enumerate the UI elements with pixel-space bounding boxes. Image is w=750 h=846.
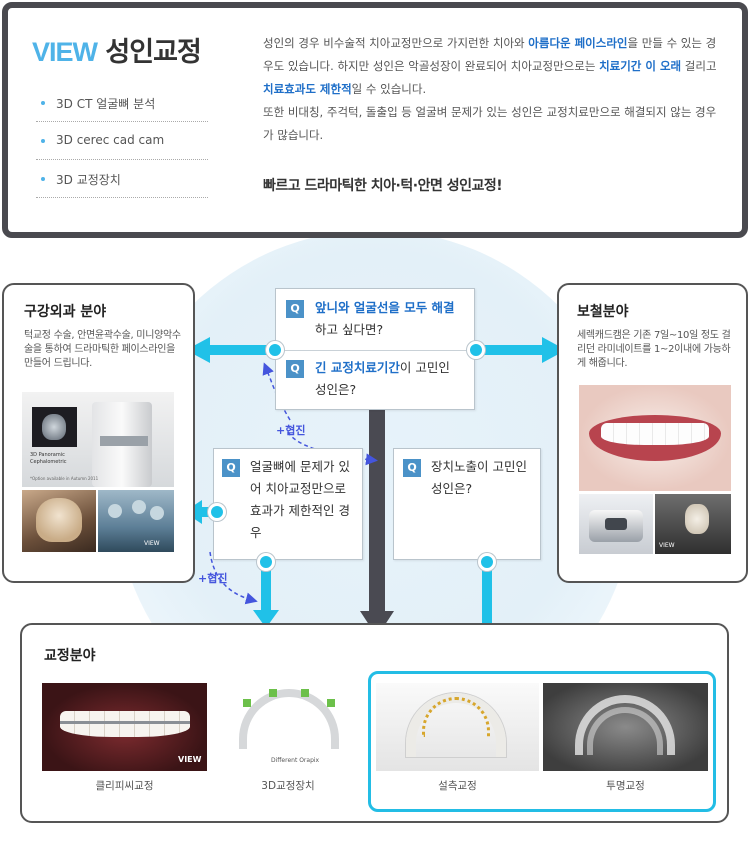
intro-text-part: 걸리고	[681, 59, 717, 73]
feature-item: 3D CT 얼굴뼈 분석	[36, 84, 208, 122]
intro-text: 성인의 경우 비수술적 치아교정만으로 가지런한 치아와 아름다운 페이스라인을…	[263, 32, 723, 147]
surgeon-head	[132, 500, 146, 514]
milled-tooth	[685, 504, 709, 534]
surgeon-head	[108, 504, 122, 518]
3d-appliance-image: Different Orapix	[209, 683, 367, 771]
title-main: 성인교정	[105, 37, 201, 68]
appliance-bracket	[301, 689, 309, 697]
ct-scanner-image: 3D Panoramic Cephalometric *Option avail…	[22, 392, 174, 487]
intro-text-part: 또한 비대칭, 주걱턱, 돌출입 등 얼굴벼 문제가 있는 성인은 교정치료만으…	[263, 105, 717, 142]
oral-surgery-panel: 구강외과 분야 턱교정 수술, 안면윤곽수술, 미니양악수술을 통하여 드라마틱…	[2, 283, 195, 583]
arrow-main-shaft	[369, 410, 385, 613]
braces-wire	[60, 721, 190, 724]
arrow-q3-left-shaft	[200, 507, 214, 517]
surgery-image: VIEW	[98, 490, 174, 552]
prosthetic-title: 보철분야	[577, 304, 629, 320]
intro-highlight: 아름다운 페이스라인	[528, 36, 628, 50]
cerec-machine-image	[579, 494, 653, 554]
ct-image-note: *Option available in Autumn 2011	[30, 476, 99, 481]
question-4: 장치노출이 고민인 성인은?	[431, 459, 527, 496]
intro-highlight: 치료효과도 제한적	[263, 82, 352, 96]
slogan: 빠르고 드라마틱한 치아·턱·안면 성인교정!	[263, 178, 503, 194]
surgery-watermark: VIEW	[144, 540, 160, 547]
question-divider	[276, 350, 474, 351]
arrow-q3-down-shaft	[261, 563, 271, 611]
clear-aligner-label: 투명교정	[606, 780, 645, 792]
skull-3d-image	[22, 490, 96, 552]
question-2-rest: 이 고민인 성인은?	[315, 360, 450, 397]
oral-surgery-title: 구강외과 분야	[24, 304, 107, 320]
appliance-bracket	[327, 699, 335, 707]
highlight-frame	[368, 671, 716, 812]
feature-item: 3D 교정장치	[36, 160, 208, 198]
3d-appliance-brand: Different Orapix	[271, 757, 320, 764]
aligner-tray-inner	[587, 707, 663, 755]
appliance-bracket	[243, 699, 251, 707]
hyupjin-label: +협진	[276, 424, 306, 437]
ct-screen	[32, 407, 77, 447]
orthodontics-title: 교정분야	[44, 648, 96, 664]
lingual-label: 설측교정	[438, 780, 477, 792]
q-badge: Q	[403, 459, 421, 477]
page-title: VIEW 성인교정	[32, 30, 202, 69]
question-box-top	[275, 288, 475, 410]
hyupjin-label: +협진	[198, 572, 228, 585]
question-1: 앞니와 얼굴선을 모두 해결하고 싶다면?	[315, 297, 465, 341]
intro-text-part: 일 수 있습니다.	[351, 82, 427, 96]
connector-node	[257, 553, 275, 571]
intro-text-part: 을 만들 수 있는 경우도 있습니다. 하지만 성인은 악골성장이 완료되어 치…	[263, 36, 717, 73]
braces-teeth	[60, 711, 190, 737]
ct-machine-arm	[100, 436, 148, 446]
connector-node	[478, 553, 496, 571]
smile-image	[579, 385, 731, 491]
clear-aligner-image	[543, 683, 708, 771]
question-3: 얼굴뼈에 문제가 있어 치아교정만으로 효과가 제한적인 경우	[250, 459, 350, 540]
skull-shape	[36, 498, 82, 542]
cerec-machine-window	[605, 518, 627, 530]
connector-node	[467, 341, 485, 359]
header-box	[2, 2, 748, 238]
3d-appliance-label: 3D교정장치	[261, 780, 315, 792]
clippy-c-image: VIEW	[42, 683, 207, 771]
arrow-to-surgery-shaft	[208, 345, 276, 355]
connector-node	[208, 503, 226, 521]
ct-skull-image	[42, 414, 66, 440]
intro-text-part: 성인의 경우 비수술적 치아교정만으로 가지런한 치아와	[263, 36, 529, 50]
surgeon-head	[150, 506, 164, 520]
arrow-to-prosthetic-head	[542, 337, 566, 363]
arrow-to-surgery-head	[186, 337, 210, 363]
question-2: 긴 교정치료기간이 고민인 성인은?	[315, 357, 465, 401]
arrow-q4-down-shaft	[482, 563, 492, 656]
milling-watermark: VIEW	[659, 542, 675, 549]
oral-surgery-desc: 턱교정 수술, 안면윤곽수술, 미니양악수술을 통하여 드라마틱한 페이스라인을…	[24, 330, 181, 369]
arrow-to-prosthetic-shaft	[474, 345, 544, 355]
smile-teeth	[601, 423, 709, 445]
aligner-tray	[575, 695, 675, 755]
q-badge: Q	[222, 459, 240, 477]
q-badge: Q	[286, 300, 304, 318]
milling-image: VIEW	[655, 494, 731, 554]
feature-list: 3D CT 얼굴뼈 분석 3D cerec cad cam 3D 교정장치	[36, 84, 208, 198]
prosthetic-desc: 세렉캐드캠은 기존 7일~10일 정도 걸리던 라미네이트를 1~2이내에 가능…	[577, 330, 731, 369]
question-2-highlight: 긴 교정치료기간	[315, 360, 400, 375]
prosthetic-panel: 보철분야 세렉캐드캠은 기존 7일~10일 정도 걸리던 라미네이트를 1~2이…	[557, 283, 748, 583]
lingual-image	[376, 683, 539, 771]
connector-node	[266, 341, 284, 359]
arrow-q3-down-head	[253, 610, 279, 628]
q-badge: Q	[286, 360, 304, 378]
clippy-c-watermark: VIEW	[178, 755, 202, 764]
question-1-rest: 하고 싶다면?	[315, 322, 384, 337]
feature-item: 3D cerec cad cam	[36, 122, 208, 160]
question-1-highlight: 앞니와 얼굴선을 모두 해결	[315, 300, 455, 315]
appliance-bracket	[269, 689, 277, 697]
intro-highlight: 치료기간 이 오래	[599, 59, 682, 73]
ct-image-caption: 3D Panoramic Cephalometric	[30, 452, 67, 465]
clippy-c-label: 클리피씨교정	[95, 780, 154, 792]
title-brand: VIEW	[32, 37, 98, 67]
appliance-arch	[239, 689, 339, 749]
